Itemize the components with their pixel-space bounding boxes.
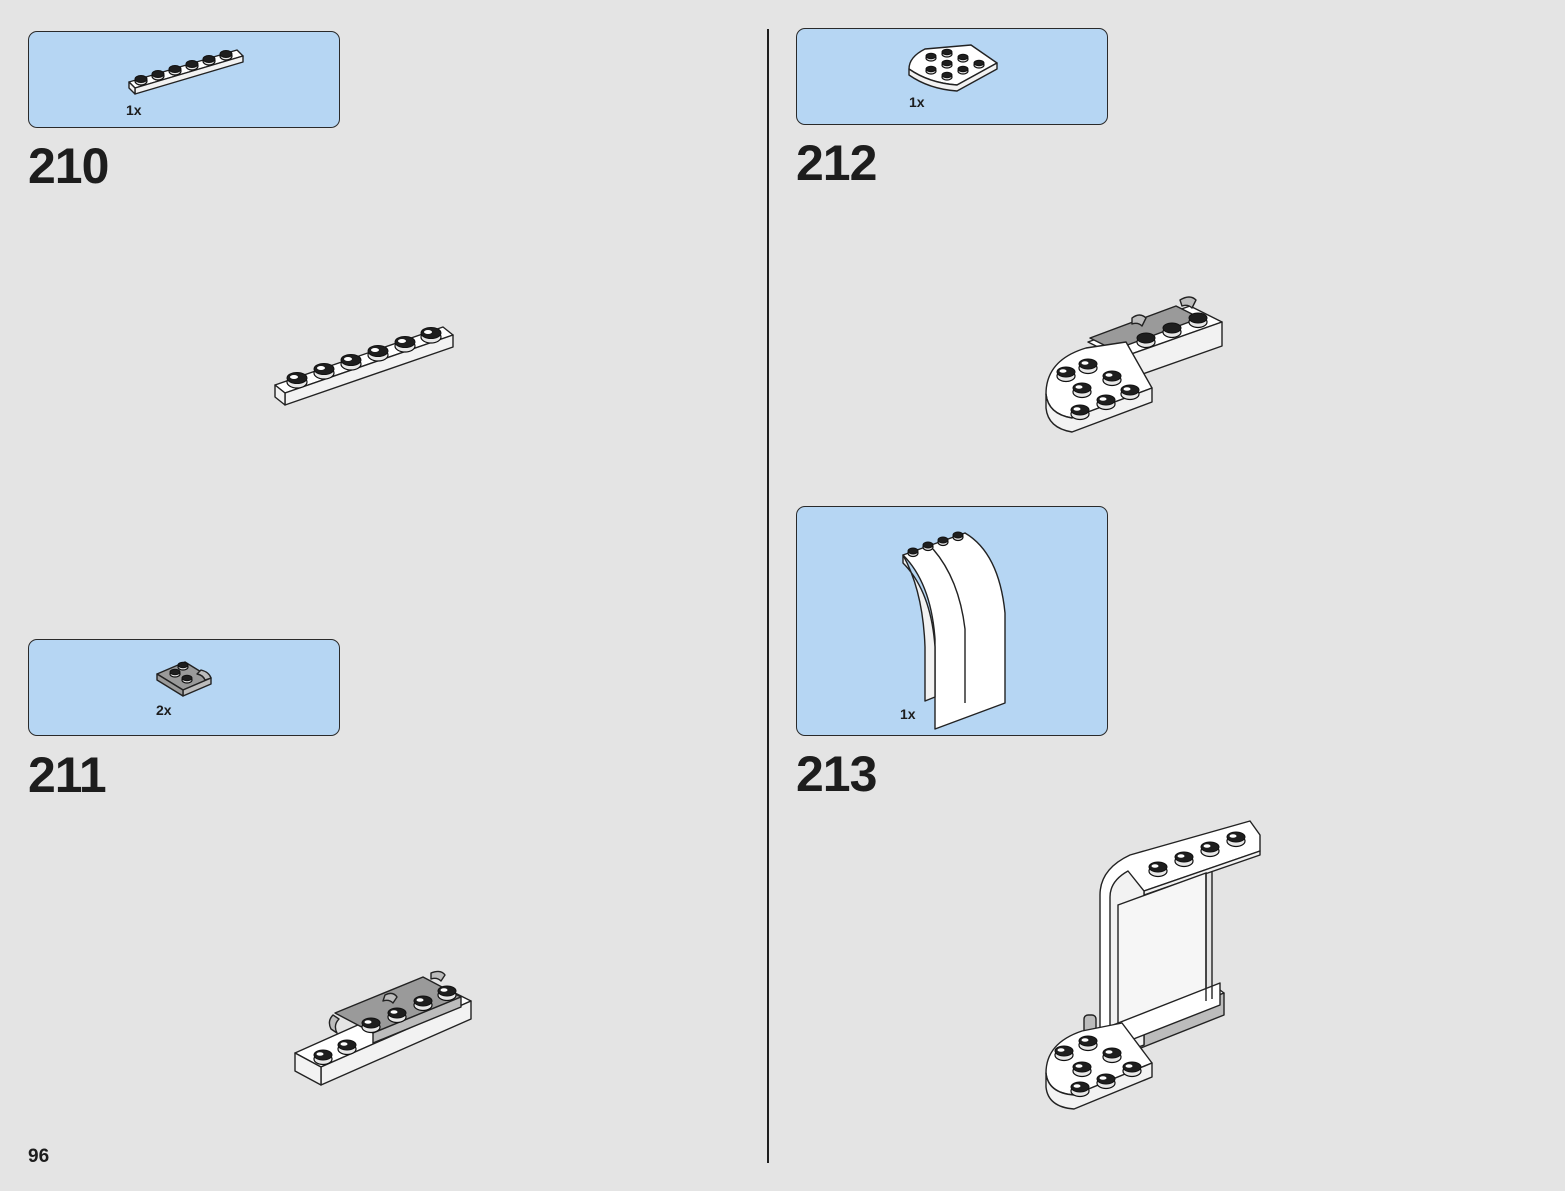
part-quantity: 2x (156, 702, 172, 718)
grey-clip-plate-icon (156, 661, 212, 697)
parts-callout-212: 1x (796, 28, 1108, 125)
parts-callout-211: 2x (28, 639, 340, 736)
step-number-211: 211 (28, 747, 107, 803)
white-1x6-plate-model-icon (274, 326, 454, 406)
parts-callout-210: 1x (28, 31, 340, 128)
part-quantity: 1x (126, 102, 142, 118)
step-number-212: 212 (796, 135, 877, 191)
white-curved-panel-icon (902, 531, 1006, 730)
part-quantity: 1x (900, 706, 916, 722)
step-number-210: 210 (28, 138, 109, 194)
corner-plate-assembly-model-icon (1045, 296, 1223, 433)
white-round-corner-plate-icon (908, 44, 998, 92)
plate-with-grey-clips-model-icon (294, 970, 472, 1086)
part-quantity: 1x (909, 94, 925, 110)
white-1x6-plate-icon (128, 49, 244, 95)
page-divider (767, 29, 769, 1163)
panel-assembly-model-icon (1045, 820, 1261, 1110)
step-number-213: 213 (796, 746, 877, 802)
page-number: 96 (28, 1146, 50, 1167)
parts-callout-213: 1x (796, 506, 1108, 736)
